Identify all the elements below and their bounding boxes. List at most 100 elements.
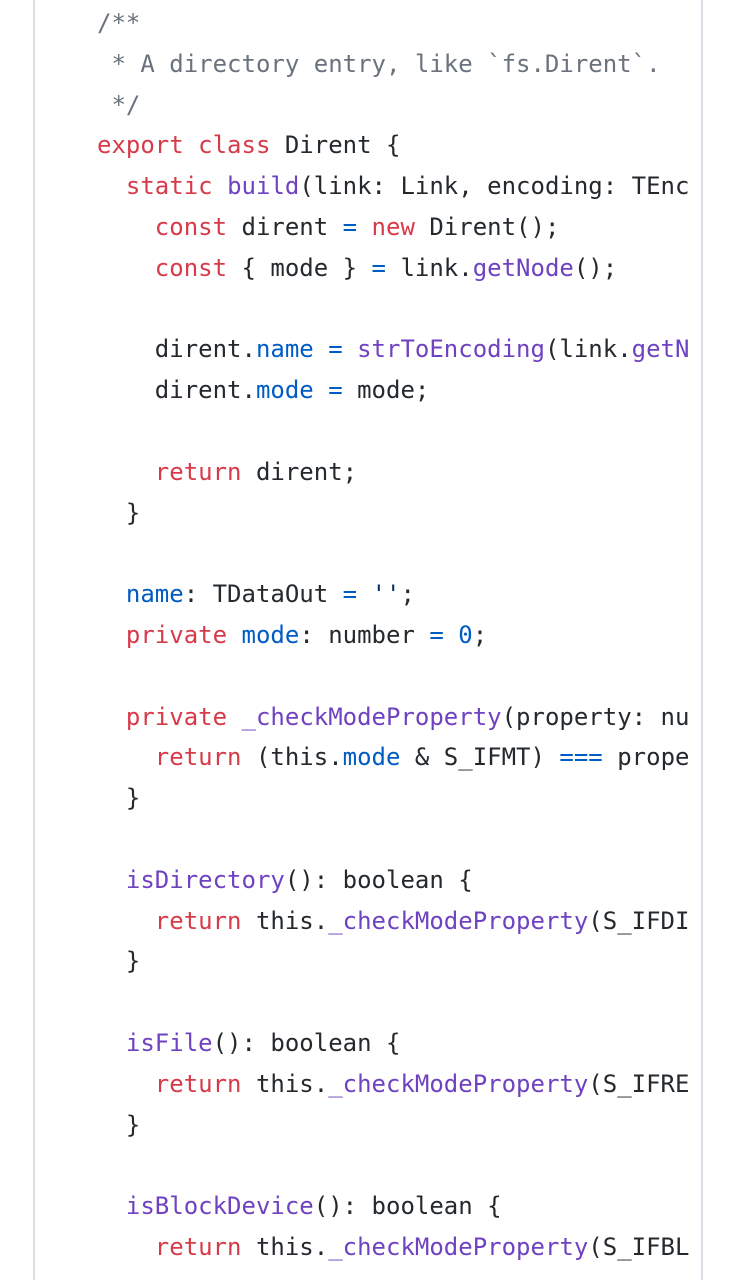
- code-token-plain: (S_IFDI: [588, 906, 690, 935]
- code-token-plain: [97, 866, 126, 894]
- code-line[interactable]: 20: [0, 533, 702, 574]
- code-line[interactable]: 35: [0, 1145, 702, 1186]
- code-text: return this._checkModeProperty(S_IFBL: [97, 1227, 702, 1268]
- code-token-plain: dirent;: [241, 457, 358, 486]
- code-token-num: 0: [458, 620, 473, 649]
- code-token-plain: { mode }: [227, 253, 372, 282]
- code-token-plain: [314, 335, 328, 363]
- code-token-func: build: [227, 172, 300, 201]
- code-text: private mode: number = 0;: [97, 615, 702, 656]
- code-line[interactable]: 6 dirent.mode = mode;: [0, 370, 702, 411]
- code-token-keyword: private: [125, 620, 228, 649]
- code-token-plain: prope: [602, 743, 690, 772]
- code-token-plain: [97, 743, 155, 771]
- code-token-keyword: static: [125, 172, 213, 201]
- code-line[interactable]: 8 return dirent;: [0, 452, 702, 493]
- code-line[interactable]: 21 name: TDataOut = '';: [0, 574, 702, 615]
- code-token-keyword: return: [154, 1069, 242, 1098]
- code-line[interactable]: 30 }: [0, 941, 702, 982]
- code-line[interactable]: 9 }: [0, 493, 702, 534]
- code-text: return dirent;: [97, 452, 702, 493]
- code-token-plain: [97, 1192, 126, 1220]
- code-token-plain: [184, 131, 198, 159]
- code-token-plain: [227, 621, 241, 649]
- code-token-prop: mode: [255, 376, 314, 405]
- code-token-prop: mode: [342, 743, 401, 772]
- code-area[interactable]: 7/**8 * A directory entry, like `fs.Dire…: [0, 3, 702, 1280]
- code-line[interactable]: 0export class Dirent {: [0, 125, 702, 166]
- code-token-plain: (S_IFBL: [588, 1232, 690, 1261]
- code-text: }: [97, 493, 702, 534]
- code-line[interactable]: 27: [0, 819, 702, 860]
- code-token-keyword: return: [154, 457, 242, 486]
- code-text: return (this.mode & S_IFMT) === prope: [97, 737, 702, 778]
- code-token-plain: link.: [386, 253, 473, 282]
- code-token-plain: (): boolean {: [284, 865, 473, 894]
- code-line[interactable]: 8 * A directory entry, like `fs.Dirent`.: [0, 44, 702, 85]
- code-token-plain: [97, 907, 155, 935]
- code-line[interactable]: 24 private _checkModeProperty(property: …: [0, 697, 702, 738]
- code-token-plain: [97, 458, 155, 486]
- code-line[interactable]: 9 */: [0, 85, 702, 126]
- code-token-func: strToEncoding: [357, 335, 545, 364]
- code-line[interactable]: 2 const dirent = new Dirent();: [0, 207, 702, 248]
- code-text: isFile(): boolean {: [97, 1023, 702, 1064]
- code-token-func: _checkModeProperty: [328, 1232, 589, 1261]
- code-text: private _checkModeProperty(property: nu: [97, 697, 702, 738]
- line-number-gutter: [0, 0, 34, 1280]
- code-line[interactable]: 4: [0, 289, 702, 330]
- code-line[interactable]: 37 return this._checkModeProperty(S_IFBL: [0, 1227, 702, 1268]
- code-text: }: [97, 778, 702, 819]
- code-token-plain: [97, 1070, 155, 1098]
- code-token-op: =: [371, 253, 386, 282]
- code-text: * A directory entry, like `fs.Dirent`.: [97, 44, 702, 85]
- code-token-plain: }: [97, 1110, 141, 1139]
- code-line[interactable]: 22 private mode: number = 0;: [0, 615, 702, 656]
- code-token-plain: [343, 335, 357, 363]
- code-token-keyword: private: [125, 702, 228, 731]
- code-line[interactable]: 7: [0, 411, 702, 452]
- code-line[interactable]: 36 isBlockDevice(): boolean {: [0, 1186, 702, 1227]
- code-line[interactable]: 5 dirent.name = strToEncoding(link.getN: [0, 329, 702, 370]
- code-token-prop: name: [255, 335, 314, 364]
- code-token-plain: ;: [400, 580, 415, 609]
- code-line[interactable]: 23: [0, 656, 702, 697]
- code-token-plain: [357, 580, 371, 608]
- code-line[interactable]: 7/**: [0, 3, 702, 44]
- code-token-comment: * A directory entry, like `fs.Dirent`.: [97, 49, 661, 78]
- code-token-plain: (): boolean {: [212, 1028, 401, 1057]
- code-token-plain: }: [97, 947, 141, 976]
- code-text: isBlockDevice(): boolean {: [97, 1186, 702, 1227]
- code-text: dirent.mode = mode;: [97, 370, 702, 411]
- code-token-op: =: [342, 212, 358, 241]
- code-token-plain: (link: Link, encoding: TEnc: [299, 172, 690, 201]
- code-token-plain: (this.: [241, 743, 343, 772]
- code-line[interactable]: 33 return this._checkModeProperty(S_IFRE: [0, 1064, 702, 1105]
- code-token-plain: [97, 1233, 155, 1261]
- code-line[interactable]: 34 }: [0, 1105, 702, 1146]
- code-text: return this._checkModeProperty(S_IFDI: [97, 901, 702, 942]
- code-token-plain: & S_IFMT): [400, 743, 560, 772]
- code-line[interactable]: 26 }: [0, 778, 702, 819]
- code-line[interactable]: 3 const { mode } = link.getNode();: [0, 248, 702, 289]
- code-token-plain: this.: [241, 906, 329, 935]
- code-text: return this._checkModeProperty(S_IFRE: [97, 1064, 702, 1105]
- code-token-plain: [314, 376, 328, 404]
- code-token-plain: mode;: [342, 376, 430, 405]
- code-token-op: =: [342, 580, 358, 609]
- code-token-plain: [97, 213, 155, 241]
- code-text: }: [97, 941, 702, 982]
- code-line[interactable]: 28 isDirectory(): boolean {: [0, 860, 702, 901]
- code-line[interactable]: 1 static build(link: Link, encoding: TEn…: [0, 166, 702, 207]
- code-token-plain: Dirent {: [270, 131, 401, 160]
- code-token-plain: [97, 703, 126, 731]
- code-line[interactable]: 31: [0, 982, 702, 1023]
- code-token-keyword: return: [154, 906, 242, 935]
- code-line[interactable]: 25 return (this.mode & S_IFMT) === prope: [0, 737, 702, 778]
- code-token-plain: [97, 580, 126, 608]
- code-line[interactable]: 32 isFile(): boolean {: [0, 1023, 702, 1064]
- code-token-plain: (S_IFRE: [588, 1069, 690, 1098]
- code-line[interactable]: 29 return this._checkModeProperty(S_IFDI: [0, 901, 702, 942]
- code-token-plain: }: [97, 498, 141, 527]
- code-token-plain: (): boolean {: [313, 1192, 502, 1221]
